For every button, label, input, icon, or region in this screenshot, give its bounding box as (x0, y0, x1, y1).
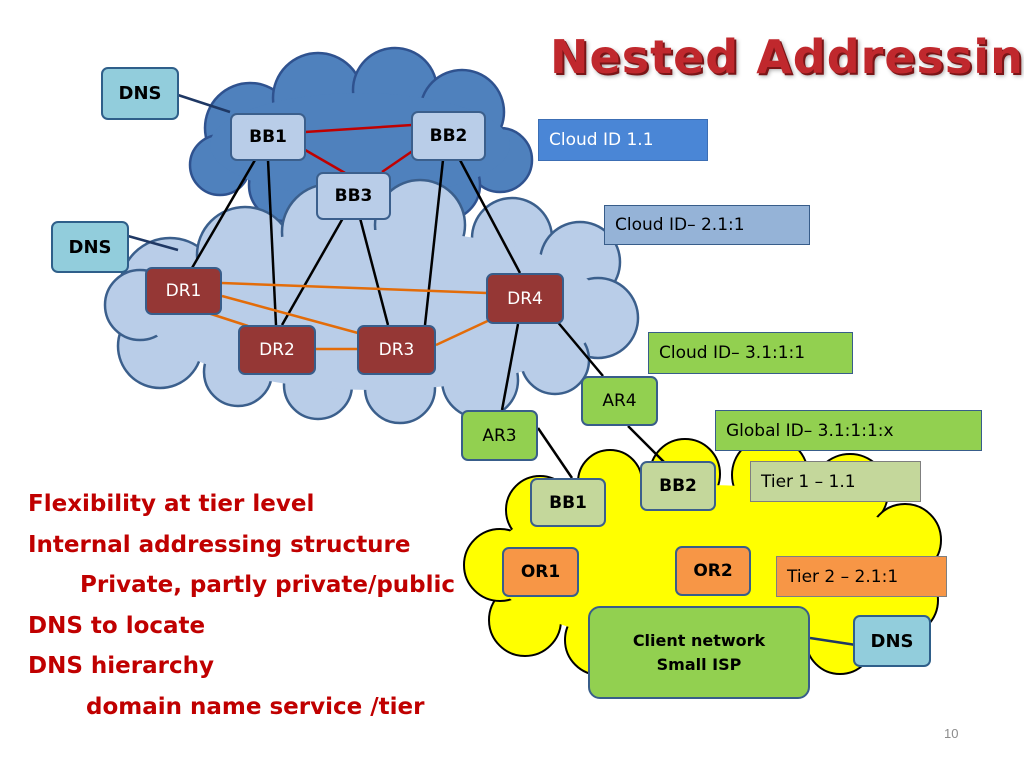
organization-router-or1: OR1 (502, 547, 579, 597)
distribution-router-dr2: DR2 (238, 325, 316, 375)
client-network-label: Client network (632, 630, 766, 650)
dns-box-middle: DNS (51, 221, 129, 273)
tier-1-label: Tier 1 – 1.1 (750, 461, 921, 502)
bullet-subitem: domain name service /tier (86, 693, 425, 720)
client-network-sublabel: Small ISP (656, 654, 742, 674)
distribution-router-dr4: DR4 (486, 273, 564, 324)
distribution-router-dr3: DR3 (357, 325, 436, 375)
access-router-ar3: AR3 (461, 410, 538, 461)
backbone-router-bb1-top: BB1 (230, 113, 306, 161)
organization-router-or2: OR2 (675, 546, 751, 596)
slide-title: Nested Addressing (550, 30, 1024, 84)
distribution-router-dr1: DR1 (145, 267, 222, 315)
backbone-router-bb3-top: BB3 (316, 172, 391, 220)
dns-box-top: DNS (101, 67, 179, 120)
bullet-list: Flexibility at tier level Internal addre… (28, 484, 455, 727)
bullet-subitem: Private, partly private/public (80, 572, 456, 598)
backbone-router-bb2-top: BB2 (411, 111, 486, 161)
bullet-item: Internal addressing structure (28, 531, 411, 558)
dns-box-bottom: DNS (853, 615, 931, 667)
cloud-id-2-label: Cloud ID– 2.1:1 (604, 205, 810, 245)
access-router-ar4: AR4 (581, 376, 658, 426)
tier-2-label: Tier 2 – 2.1:1 (776, 556, 947, 597)
cloud-id-3-label: Cloud ID– 3.1:1:1 (648, 332, 853, 374)
cloud-id-1-label: Cloud ID 1.1 (538, 119, 708, 161)
backbone-router-bb1-bottom: BB1 (530, 478, 606, 527)
bullet-item: DNS to locate (28, 612, 206, 639)
links (127, 93, 857, 647)
bullet-item: Flexibility at tier level (28, 491, 315, 517)
client-network-box: Client network Small ISP (588, 606, 810, 699)
global-id-label: Global ID– 3.1:1:1:x (715, 410, 982, 451)
backbone-router-bb2-bottom: BB2 (640, 461, 716, 511)
bullet-item: DNS hierarchy (28, 653, 214, 679)
page-number: 10 (944, 726, 959, 741)
